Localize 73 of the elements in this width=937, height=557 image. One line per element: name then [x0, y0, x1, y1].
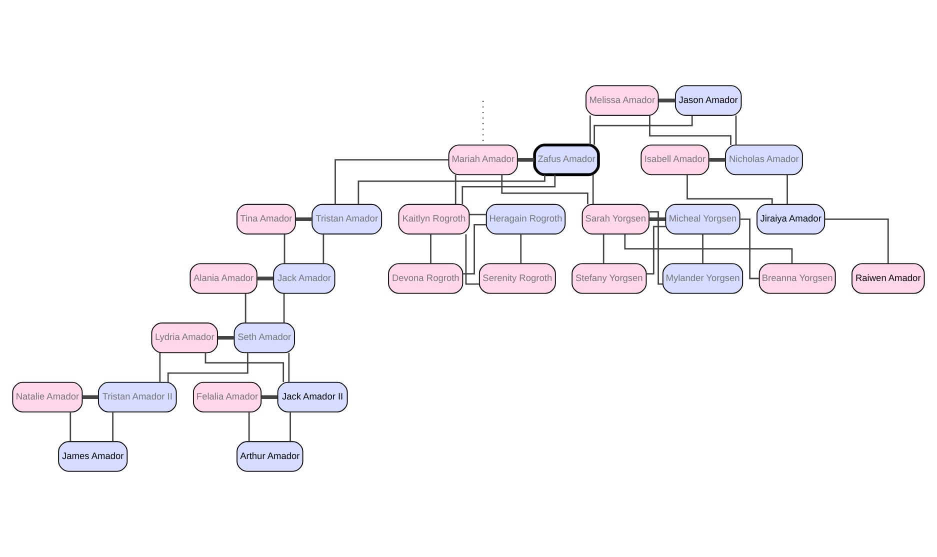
- connector: [248, 412, 250, 442]
- connector: [708, 158, 726, 162]
- connector: [454, 174, 456, 204]
- node-box: Mariah Amador: [448, 144, 518, 176]
- node-box: Tristan Amador II: [98, 382, 177, 412]
- node-box: Nicholas Amador: [725, 144, 803, 176]
- connector: [649, 116, 732, 145]
- node-box: Sarah Yorgsen: [582, 204, 650, 234]
- connector: [334, 159, 448, 204]
- connector: [658, 98, 676, 102]
- connector: [469, 214, 486, 216]
- connector: [740, 218, 759, 280]
- connector: [261, 395, 278, 399]
- connector: [520, 234, 522, 264]
- node-box: Tina Amador: [236, 204, 296, 234]
- connector: [284, 234, 286, 264]
- connector: [602, 234, 604, 264]
- node-box: Natalie Amador: [12, 382, 83, 412]
- node-box: Tristan Amador: [312, 204, 382, 234]
- connector: [167, 352, 248, 382]
- node-box: Stefany Yorgsen: [572, 263, 647, 294]
- connector: [358, 174, 546, 204]
- connector: [649, 211, 663, 285]
- connector: [462, 174, 556, 204]
- node-box: Isabell Amador: [640, 144, 710, 176]
- node-box: Jiraiya Amador: [756, 204, 826, 234]
- node-box: Heragain Rogroth: [486, 204, 566, 234]
- connector: [646, 226, 666, 275]
- connector: [283, 293, 285, 323]
- connector: [70, 412, 72, 442]
- node-box: Jack Amador II: [277, 382, 348, 412]
- connector: [501, 174, 588, 204]
- node-box: Seth Amador: [234, 322, 295, 354]
- connector: [204, 352, 284, 382]
- connector: [82, 395, 98, 399]
- connector: [592, 174, 594, 204]
- node-box: Melissa Amador: [586, 85, 659, 116]
- connector: [290, 412, 291, 442]
- connector: [218, 336, 234, 340]
- node-box: Felalia Amador: [192, 382, 262, 412]
- node-box: Breanna Yorgsen: [758, 263, 836, 294]
- connector: [589, 116, 591, 145]
- connector: [288, 352, 290, 382]
- node-box: Jack Amador: [273, 263, 336, 294]
- connector: [322, 234, 324, 264]
- connector: [686, 174, 773, 204]
- node-box: Zafus Amador: [533, 144, 600, 176]
- connector: [786, 174, 788, 204]
- node-box: Lydria Amador: [151, 322, 218, 354]
- node-box: Devona Rogroth: [388, 263, 464, 294]
- connector: [465, 234, 480, 285]
- node-box: Micheal Yorgsen: [665, 204, 740, 234]
- node-box: Kaitlyn Rogroth: [398, 204, 470, 234]
- connector: [649, 217, 666, 222]
- node-box: Alania Amador: [190, 263, 258, 294]
- connector: [296, 217, 312, 222]
- connector: [430, 234, 432, 264]
- node-box: Mylander Yorgsen: [662, 263, 744, 294]
- connector: [244, 293, 246, 323]
- connector: [702, 234, 704, 264]
- node-box: Arthur Amador: [236, 441, 304, 472]
- connector: [462, 224, 486, 275]
- connector: [824, 218, 889, 264]
- node-box: Raiwen Amador: [852, 263, 925, 294]
- connector: [518, 158, 534, 162]
- connector: [594, 115, 693, 145]
- connector: [159, 352, 161, 382]
- connector: [735, 116, 737, 145]
- connector: [112, 412, 114, 442]
- connector: [257, 276, 274, 280]
- node-box: Jason Amador: [674, 85, 742, 116]
- node-box: James Amador: [58, 441, 128, 472]
- node-box: Serenity Rogroth: [478, 263, 556, 294]
